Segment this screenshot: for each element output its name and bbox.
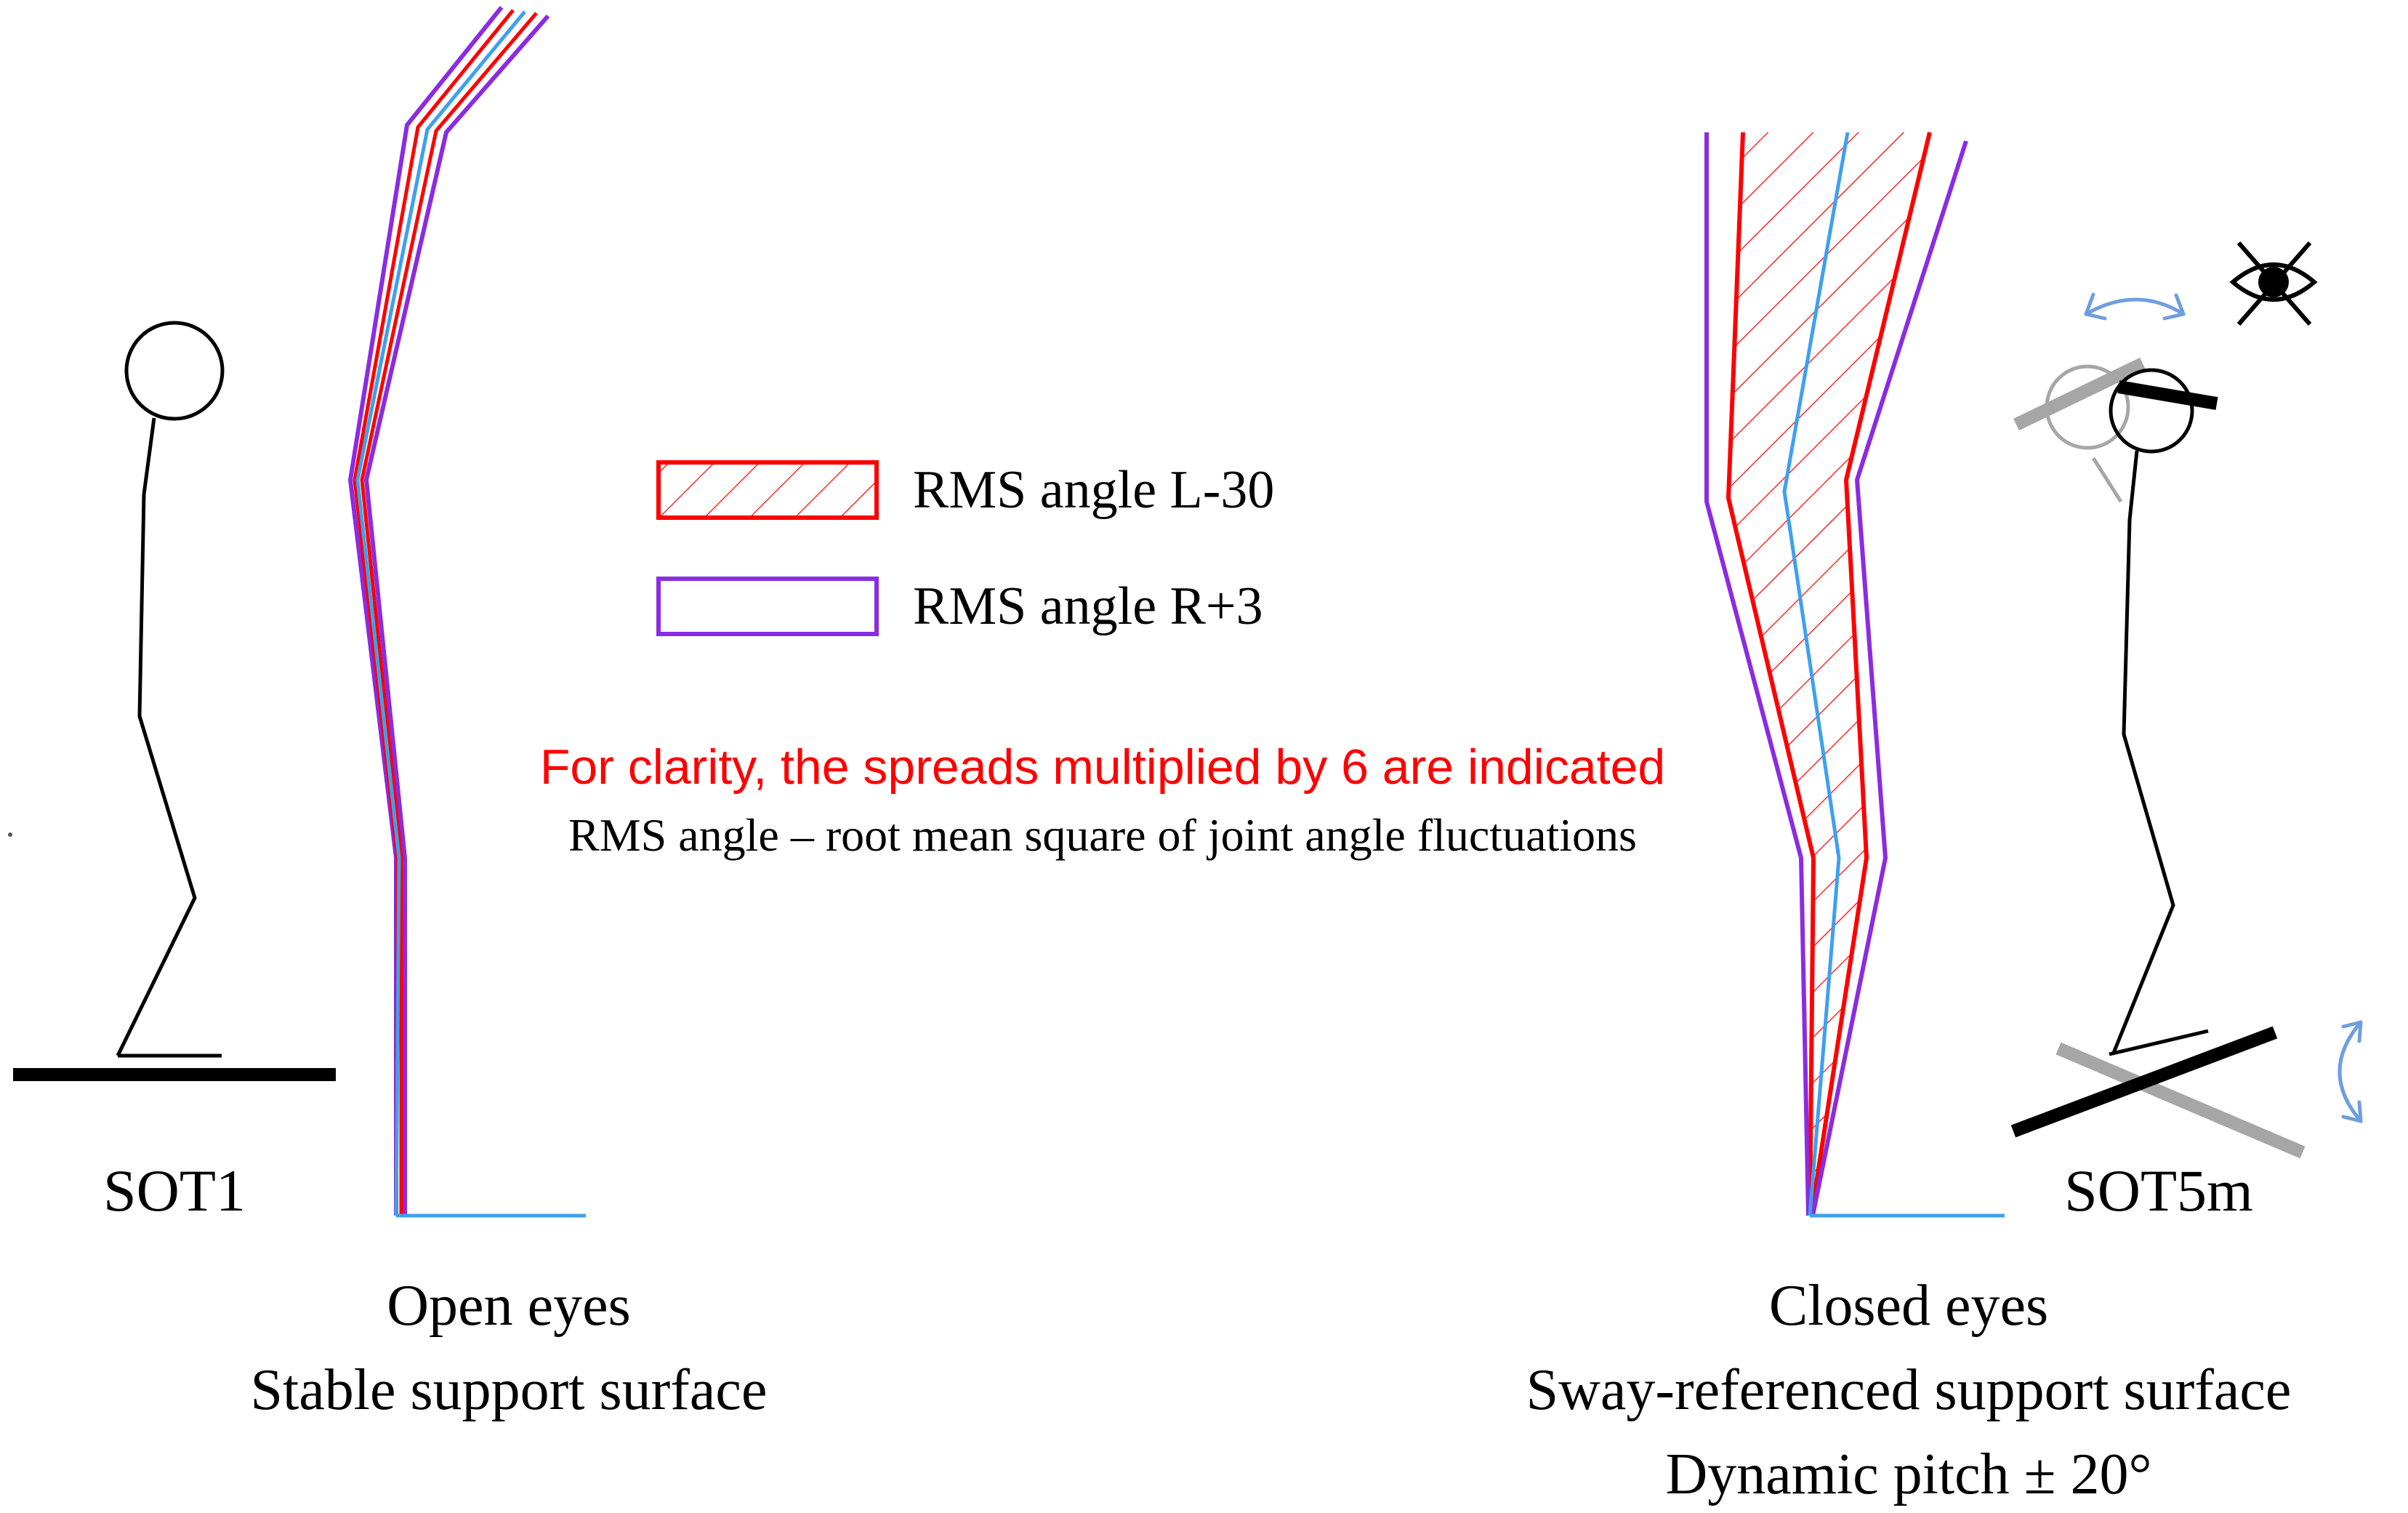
right-caption-line-1: Closed eyes [1769,1274,2048,1338]
stray-dot [8,832,12,837]
closed-eye-icon [2229,241,2318,326]
right-support-surface [2010,1026,2278,1138]
right-figure-body [2111,450,2175,1054]
left-caption-line-2: Stable support surface [251,1358,768,1422]
left-r3-inner-line [363,15,550,1216]
right-r3-inner-line [1811,140,1968,1216]
right-mean-line [1782,132,1850,1216]
right-l30-outer-line [1726,132,1816,1216]
clarity-note: For clarity, the spreads multiplied by 6… [540,739,1665,795]
left-panel-label: SOT1 [103,1157,246,1224]
rotation-arrow-icon [2337,1020,2363,1123]
right-support-surface-ref [2055,1042,2306,1159]
right-figure-head [2109,368,2194,454]
left-figure-body [116,417,197,1057]
right-posture-lines [1704,132,2005,1218]
right-figure-ghost-neck [2091,457,2123,503]
left-posture-lines [347,6,586,1218]
right-visual-surround [2117,380,2218,410]
legend-swatch-r3 [656,577,879,636]
left-mean-line [355,10,526,1216]
right-stick-figure [2010,357,2306,1159]
right-panel-label: SOT5m [2064,1157,2253,1224]
left-caption-line-1: Open eyes [387,1274,630,1338]
legend: RMS angle L-30 RMS angle R+3 [656,460,1274,636]
legend-item-l30: RMS angle L-30 [656,460,1274,520]
rms-definition-note: RMS angle – root mean square of joint an… [568,809,1637,861]
right-l30-inner-line [1809,132,1932,1216]
legend-label-r3: RMS angle R+3 [913,577,1263,636]
right-figure-foot [2109,1029,2209,1056]
left-stick-figure [116,321,225,1058]
right-r3-outer-line [1704,132,1811,1216]
legend-swatch-l30 [656,460,879,520]
right-caption-line-3: Dynamic pitch ± 20° [1665,1442,2151,1506]
right-caption-line-2: Sway-referenced support surface [1526,1358,2292,1422]
right-visual-surround-tilted [2013,357,2146,431]
right-l30-spread [1728,132,1930,1216]
legend-label-l30: RMS angle L-30 [913,460,1274,520]
left-l30-inner-line [360,12,538,1216]
rotation-arrow-icon [2084,292,2186,321]
legend-item-r3: RMS angle R+3 [656,577,1263,636]
left-figure-head [124,321,225,421]
